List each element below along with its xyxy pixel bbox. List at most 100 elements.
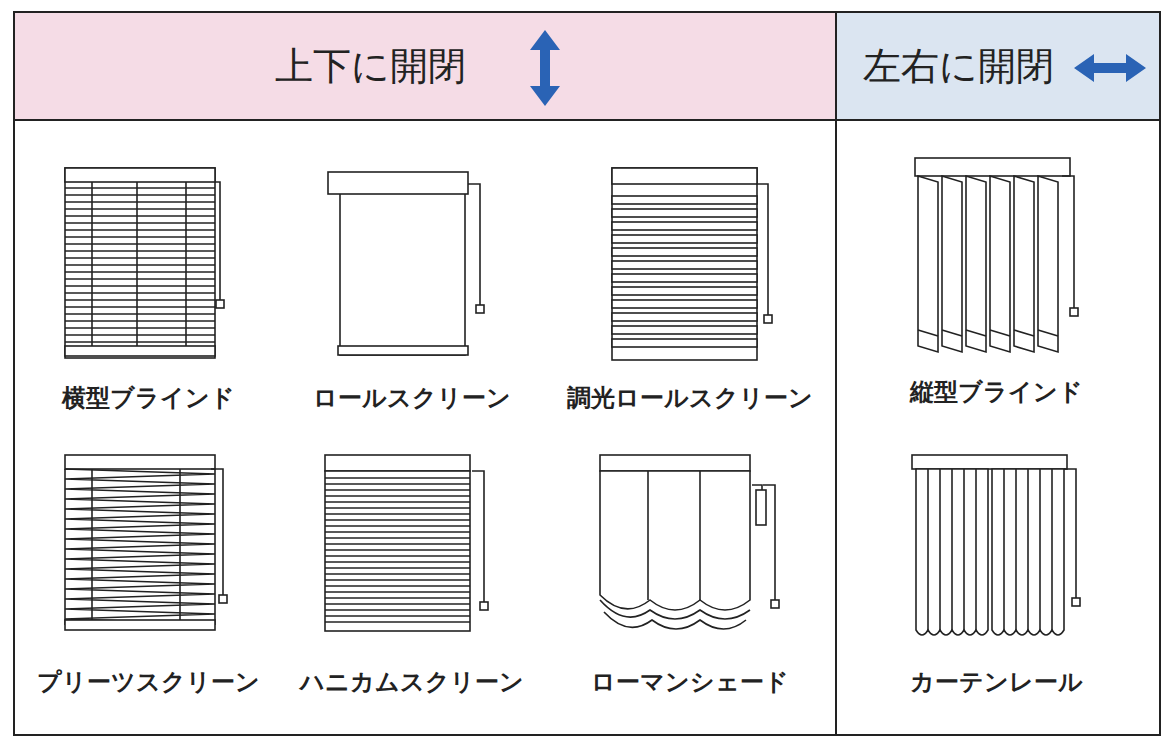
part-outline [65, 168, 215, 182]
header-band: 上下に開閉 [14, 12, 836, 120]
line [179, 469, 181, 620]
path [916, 469, 988, 635]
part-outline [612, 300, 757, 308]
product-name: ロールスクリーン [313, 382, 511, 414]
leftright-arrow [1074, 54, 1146, 82]
part-outline [612, 248, 757, 256]
line [325, 621, 470, 623]
part-outline [612, 209, 757, 217]
line [65, 334, 215, 336]
line [1051, 469, 1053, 632]
line [65, 243, 215, 245]
part-outline [325, 471, 470, 631]
product-name: ハニカムスクリーン [300, 666, 524, 698]
line [1014, 330, 1034, 336]
line [1015, 469, 1017, 632]
line [65, 285, 215, 287]
line [65, 264, 215, 266]
part-outline [764, 315, 772, 323]
part-outline [915, 158, 1070, 176]
line [325, 519, 470, 521]
line [966, 330, 986, 336]
divider [835, 12, 837, 735]
line [325, 597, 470, 599]
path [918, 176, 938, 352]
line [64, 469, 66, 625]
line [65, 222, 215, 224]
part-outline [600, 455, 750, 471]
divider [14, 119, 1160, 121]
part-outline [1072, 598, 1080, 606]
header-fill [836, 12, 1160, 120]
header-fill [14, 12, 836, 120]
line [214, 469, 216, 625]
line [65, 236, 215, 238]
line [951, 469, 953, 632]
path [215, 182, 220, 300]
line [65, 341, 215, 343]
part-outline [612, 339, 757, 347]
line [65, 250, 215, 252]
line [65, 327, 215, 329]
product-name: プリーツスクリーン [37, 666, 260, 698]
header-text: 上下に開閉 [275, 41, 466, 92]
line [325, 603, 470, 605]
part-outline [65, 620, 215, 630]
line [990, 330, 1010, 336]
line [65, 278, 215, 280]
line [325, 483, 470, 485]
line [91, 182, 93, 346]
part-outline [476, 305, 484, 313]
line [918, 330, 938, 336]
line [65, 187, 215, 189]
line [975, 469, 977, 632]
path [468, 184, 480, 305]
line [325, 579, 470, 581]
line [325, 561, 470, 563]
path [1062, 176, 1074, 308]
part-outline [612, 313, 757, 321]
line [65, 194, 215, 196]
line [65, 292, 215, 294]
line [65, 215, 215, 217]
frame [14, 12, 1160, 735]
part-outline [912, 455, 1067, 469]
line [136, 182, 138, 346]
product-name: ローマンシェード [591, 666, 789, 698]
path [992, 469, 1064, 635]
part-outline [771, 600, 779, 608]
part-outline [216, 300, 224, 308]
part-outline [480, 602, 488, 610]
path [942, 176, 962, 352]
path [1038, 176, 1058, 352]
path [65, 469, 215, 629]
line [325, 585, 470, 587]
part-outline [612, 326, 757, 334]
line [699, 471, 701, 600]
line [325, 591, 470, 593]
line [325, 555, 470, 557]
line [963, 469, 965, 632]
line [325, 573, 470, 575]
line [1039, 469, 1041, 632]
path [600, 600, 750, 619]
path [472, 471, 484, 602]
line [325, 477, 470, 479]
product-name: 縦型ブラインド [910, 376, 1083, 408]
part-outline [65, 346, 215, 356]
line [65, 229, 215, 231]
path [211, 469, 223, 595]
part-outline [612, 287, 757, 295]
header-band: 左右に開閉 [836, 12, 1160, 120]
part-outline [65, 455, 215, 469]
line [65, 257, 215, 259]
line [65, 306, 215, 308]
line [325, 543, 470, 545]
path [966, 176, 986, 352]
product-name: カーテンレール [910, 666, 1083, 698]
path [604, 612, 746, 629]
line [325, 513, 470, 515]
part-outline [338, 346, 468, 355]
line [1038, 330, 1058, 336]
product-name: 横型ブラインド [62, 382, 235, 414]
